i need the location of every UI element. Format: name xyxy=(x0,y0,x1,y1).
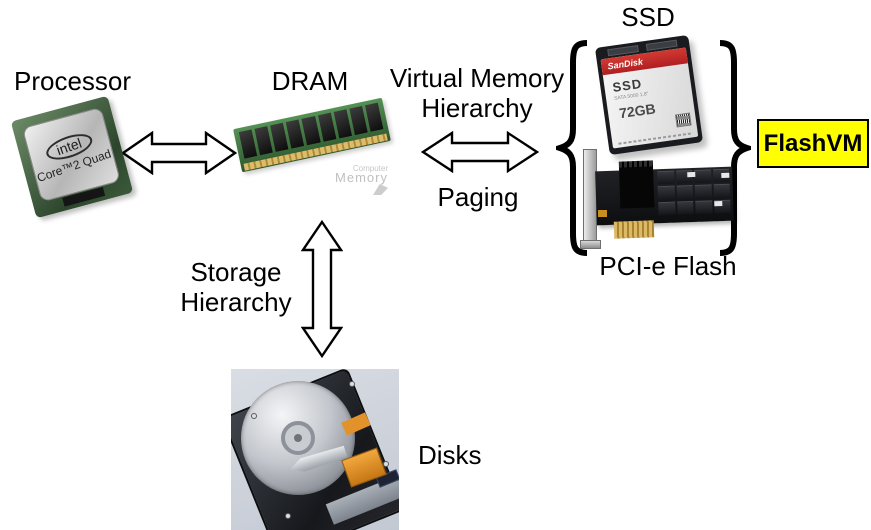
dram-chip xyxy=(364,102,384,132)
pcie-heatsink-fins xyxy=(618,160,653,168)
virtual-memory-line1: Virtual Memory xyxy=(389,63,565,93)
flash-chip xyxy=(676,200,694,215)
dram-image xyxy=(233,97,391,173)
ssd-label: SSD xyxy=(621,2,675,32)
brace-right-icon xyxy=(716,39,757,262)
hdd-screw xyxy=(349,381,355,387)
hdd-screw xyxy=(285,513,291,519)
pcie-bracket xyxy=(583,149,597,243)
dram-chip xyxy=(301,116,321,146)
flash-chip xyxy=(695,200,713,214)
chip-label xyxy=(721,172,730,179)
flashvm-callout: FlashVM xyxy=(757,119,869,168)
watermark-line2: Memory xyxy=(335,170,388,185)
dram-chip xyxy=(317,112,337,142)
processor-label: Processor xyxy=(14,66,132,96)
hdd-screw xyxy=(251,413,257,419)
pcie-screw-tab xyxy=(598,210,607,217)
dram-chip xyxy=(254,126,274,156)
pcie-flash-image xyxy=(574,144,738,256)
dram-chip xyxy=(238,129,258,159)
flash-chip xyxy=(694,184,712,199)
paging-label: Paging xyxy=(437,182,519,212)
storage-line2: Hierarchy xyxy=(180,287,292,317)
ssd-fineprint xyxy=(618,132,693,145)
dram-chip xyxy=(270,122,289,152)
ssd-image: SanDisk SSD SATA 5000 1.8" 72GB xyxy=(594,34,704,156)
hdd-spindle xyxy=(281,421,315,455)
watermark-line1: Computer xyxy=(352,164,388,173)
pcie-bracket-foot xyxy=(580,240,601,249)
flash-chip xyxy=(658,201,676,216)
double-arrow-dram-disk-icon xyxy=(300,219,344,363)
hdd-screw xyxy=(383,461,389,467)
pcie-flash-label: PCI-e Flash xyxy=(599,251,737,281)
virtual-memory-hierarchy-label: Virtual Memory Hierarchy xyxy=(390,63,564,123)
dram-chip xyxy=(333,109,352,139)
flash-chip xyxy=(657,170,675,185)
dram-watermark: Computer Memory xyxy=(326,164,388,195)
dram-chip xyxy=(286,119,305,149)
ssd-label-face: SanDisk SSD SATA 5000 1.8" 72GB xyxy=(600,47,699,149)
chip-label xyxy=(714,200,723,207)
double-arrow-dram-flash-icon xyxy=(420,130,540,178)
dram-label: DRAM xyxy=(271,66,349,96)
cpu-heat-spreader: intel Core™2 Quad xyxy=(21,106,121,203)
chip-label xyxy=(687,171,696,178)
virtual-memory-line2: Hierarchy xyxy=(421,93,533,123)
double-arrow-processor-dram-icon xyxy=(120,130,238,180)
brace-left-icon xyxy=(550,39,591,262)
storage-hierarchy-label: Storage Hierarchy xyxy=(180,257,291,317)
flash-chip xyxy=(694,169,712,184)
storage-line1: Storage xyxy=(190,257,282,287)
hdd-platter xyxy=(241,381,355,495)
watermark-swoosh-icon xyxy=(373,184,388,195)
pcie-gold-connector xyxy=(613,220,655,239)
ssd-barcode xyxy=(674,112,692,128)
pcie-pcb xyxy=(595,160,734,226)
flash-chip xyxy=(657,185,675,200)
disks-label: Disks xyxy=(418,440,482,470)
dram-chip xyxy=(349,105,368,136)
flash-chip xyxy=(676,185,694,200)
processor-image: intel Core™2 Quad xyxy=(10,95,134,219)
flash-chip xyxy=(713,184,731,198)
pcie-heatsink xyxy=(618,160,655,209)
disks-image xyxy=(231,369,399,530)
